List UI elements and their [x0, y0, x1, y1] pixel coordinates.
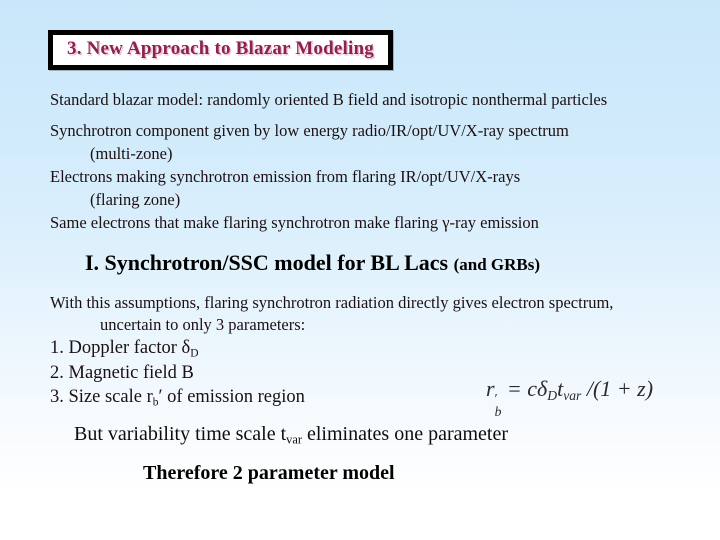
formula-r: r: [486, 376, 495, 401]
line-but-variability: But variability time scale tvar eliminat…: [74, 423, 509, 447]
line-flaring-zone: (flaring zone): [90, 190, 181, 209]
section-heading-paren: (and GRBs): [453, 255, 541, 274]
list-item-magnetic-field: 2. Magnetic field B: [50, 362, 194, 383]
line-electrons-making: Electrons making synchrotron emission fr…: [50, 167, 521, 186]
formula-mid: = cδ: [501, 376, 548, 401]
slide-title-box: 3. New Approach to Blazar Modeling: [48, 30, 393, 70]
slide-title: 3. New Approach to Blazar Modeling: [67, 38, 374, 59]
formula-tail: /(1 + z): [581, 376, 654, 401]
subscript-D: D: [190, 347, 199, 360]
formula-subscript-D: D: [547, 388, 558, 404]
line-uncertain: uncertain to only 3 parameters:: [100, 315, 306, 334]
line-with-assumptions: With this assumptions, flaring synchrotr…: [50, 293, 614, 312]
list-item-doppler: 1. Doppler factor δD: [50, 338, 199, 360]
list-item-size-scale: 3. Size scale rb′ of emission region: [50, 387, 305, 409]
subscript-var: var: [286, 432, 302, 447]
paragraph-synchrotron-component: Synchrotron component given by low energ…: [50, 119, 569, 234]
paragraph-standard-model: Standard blazar model: randomly oriented…: [50, 90, 608, 109]
section-heading-main: I. Synchrotron/SSC model for BL Lacs: [85, 250, 454, 275]
line-multi-zone: (multi-zone): [90, 144, 173, 163]
section-heading: I. Synchrotron/SSC model for BL Lacs (an…: [85, 250, 540, 276]
formula-prime-b-stack: ′b: [494, 390, 502, 419]
line-synchrotron-component: Synchrotron component given by low energ…: [50, 121, 569, 140]
equation-size-scale: r′b = cδDtvar /(1 + z): [486, 376, 653, 419]
formula-t: t: [557, 376, 564, 401]
formula-subscript-var: var: [563, 388, 582, 404]
paragraph-parameters: With this assumptions, flaring synchrotr…: [50, 292, 613, 410]
line-therefore: Therefore 2 parameter model: [143, 462, 395, 484]
line-same-electrons: Same electrons that make flaring synchro…: [50, 213, 539, 232]
subscript-b: b: [152, 396, 159, 409]
